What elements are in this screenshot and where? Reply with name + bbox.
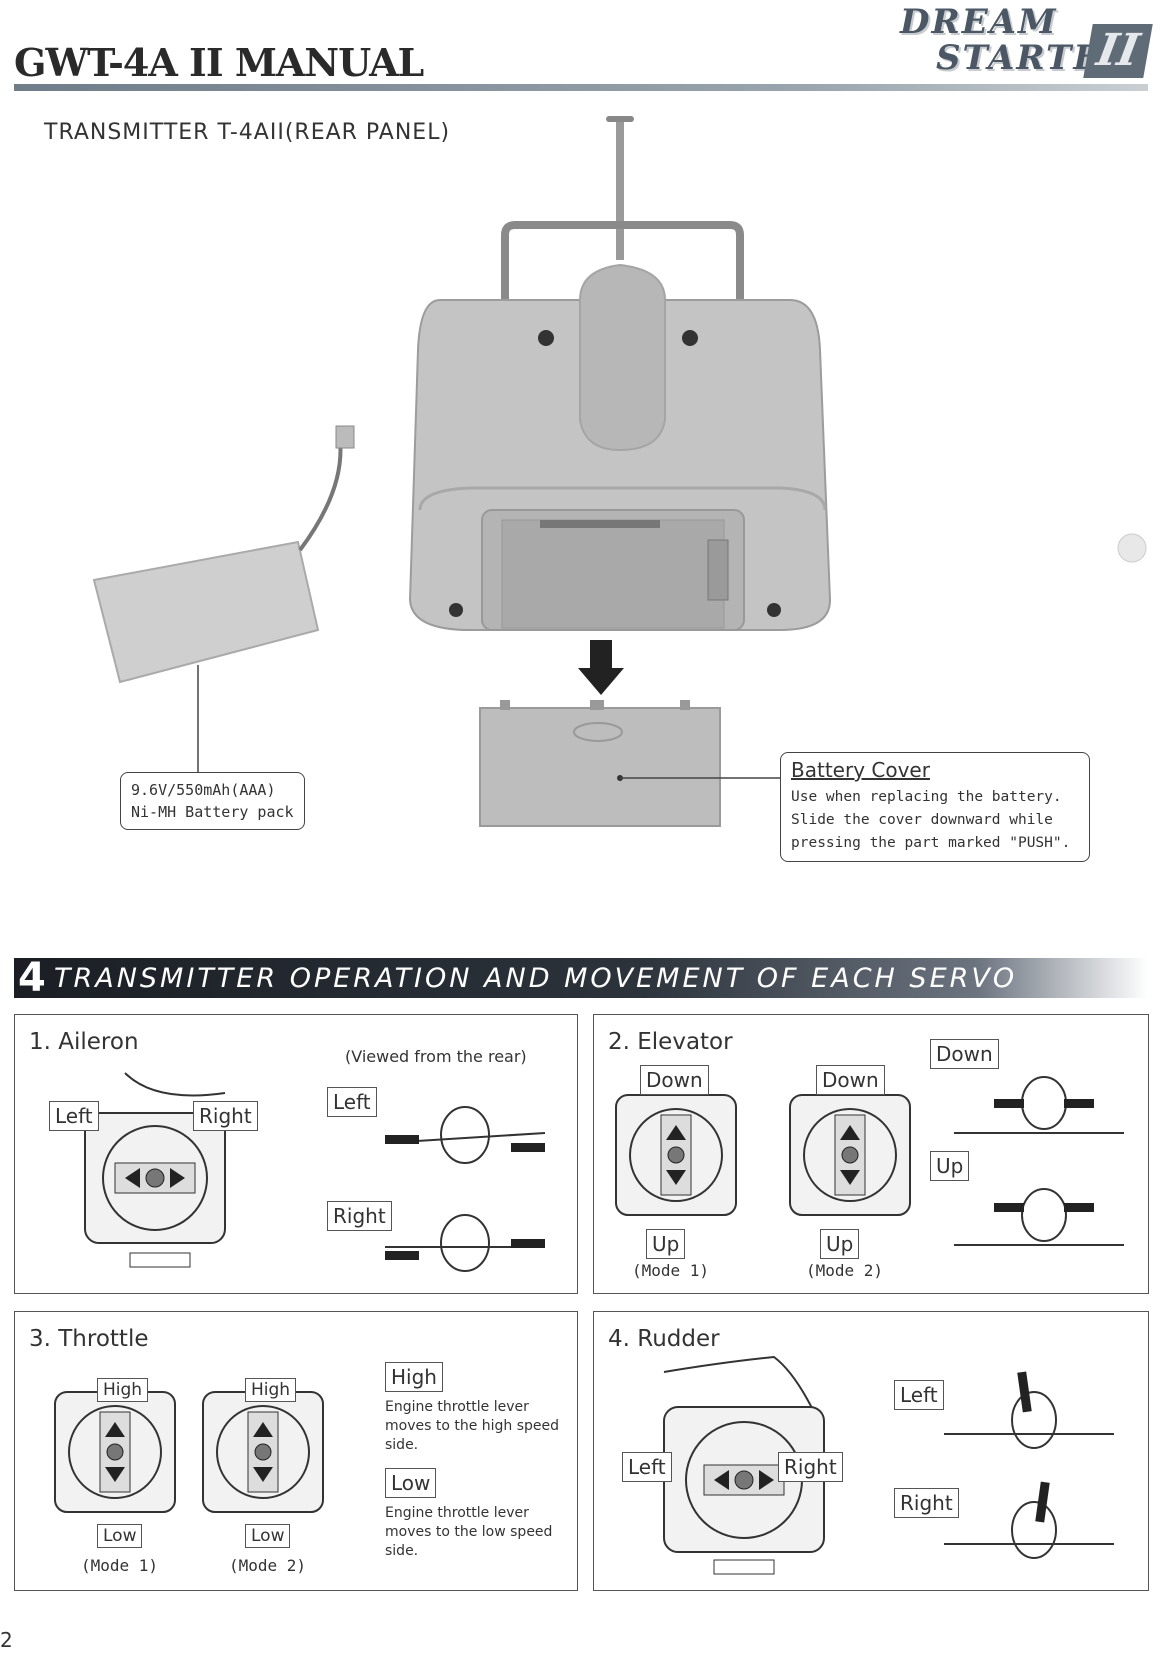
throttle-tag-low: Low	[385, 1468, 437, 1498]
throttle-low-1: Low	[97, 1524, 143, 1548]
elevator-tag-up: Up	[930, 1151, 970, 1181]
throttle-mode1-stick	[54, 1391, 176, 1513]
rear-panel-label: TRANSMITTER T-4AII(REAR PANEL)	[44, 120, 451, 145]
rudder-tag-left: Left	[894, 1380, 944, 1410]
elevator-plane-down-icon	[954, 1076, 1124, 1134]
battery-spec: 9.6V/550mAh(AAA)	[131, 781, 276, 799]
rudder-stick-left-label: Left	[622, 1452, 672, 1482]
throttle-title: 3. Throttle	[29, 1326, 149, 1352]
throttle-mode-1: (Mode 1)	[81, 1556, 159, 1575]
elevator-mode-1: (Mode 1)	[632, 1261, 710, 1280]
aileron-tag-left: Left	[327, 1087, 377, 1117]
rudder-stick-right-label: Right	[778, 1452, 843, 1482]
elevator-tag-down: Down	[930, 1039, 999, 1069]
aileron-title: 1. Aileron	[29, 1029, 139, 1055]
throttle-mode2-stick	[202, 1391, 324, 1513]
battery-cover-line: Use when replacing the battery.	[791, 789, 1062, 805]
throttle-high-2: High	[245, 1378, 297, 1402]
elevator-down-2: Down	[816, 1065, 885, 1095]
throttle-high-desc: Engine throttle lever moves to the high …	[385, 1399, 560, 1453]
elevator-down-1: Down	[640, 1065, 709, 1095]
aileron-plane-right-icon	[385, 1214, 545, 1272]
elevator-panel: 2. Elevator Down Up (Mode 1) Down Up (Mo…	[593, 1014, 1149, 1294]
rudder-title: 4. Rudder	[608, 1326, 720, 1352]
throttle-mode-2: (Mode 2)	[229, 1556, 307, 1575]
battery-cover-line: pressing the part marked "PUSH".	[791, 835, 1071, 851]
rudder-panel: 4. Rudder Left Right Left Right	[593, 1311, 1149, 1591]
aileron-view-note: (Viewed from the rear)	[345, 1047, 527, 1066]
elevator-up-2: Up	[820, 1229, 860, 1259]
aileron-stick-diagram	[84, 1072, 226, 1268]
section-title: TRANSMITTER OPERATION AND MOVEMENT OF EA…	[54, 963, 1018, 994]
page-number: 2	[0, 1628, 13, 1652]
elevator-up-1: Up	[646, 1229, 686, 1259]
rudder-plane-left-icon	[944, 1371, 1114, 1449]
elevator-mode-2: (Mode 2)	[806, 1261, 884, 1280]
throttle-low-desc: Engine throttle lever moves to the low s…	[385, 1505, 553, 1559]
document-title: GWT-4A II MANUAL	[14, 40, 424, 85]
battery-cover-title: Battery Cover	[791, 758, 930, 782]
brand-line-1: DREAM	[900, 2, 1058, 42]
aileron-tag-right: Right	[327, 1201, 392, 1231]
elevator-mode1-stick	[615, 1094, 737, 1216]
aileron-panel: 1. Aileron (Viewed from the rear) Left R…	[14, 1014, 578, 1294]
section-number: 4	[18, 955, 46, 1001]
battery-pack-label: 9.6V/550mAh(AAA) Ni-MH Battery pack	[120, 772, 305, 830]
throttle-panel: 3. Throttle High Low (Mode 1) High Low (…	[14, 1311, 578, 1591]
throttle-tag-high: High	[385, 1362, 443, 1392]
rudder-plane-right-icon	[944, 1481, 1114, 1559]
aileron-stick-right-label: Right	[193, 1101, 258, 1131]
rudder-tag-right: Right	[894, 1488, 959, 1518]
brand-mark: II	[1083, 24, 1153, 78]
brand-logo: DREAM STARTER II	[848, 0, 1153, 80]
aileron-stick-left-label: Left	[49, 1101, 99, 1131]
aileron-plane-left-icon	[384, 1106, 546, 1164]
rudder-stick-diagram	[663, 1355, 825, 1575]
elevator-mode2-stick	[789, 1094, 911, 1216]
battery-type: Ni-MH Battery pack	[131, 803, 294, 821]
battery-cover-line: Slide the cover downward while	[791, 812, 1053, 828]
throttle-high-1: High	[97, 1378, 149, 1402]
throttle-low-2: Low	[245, 1524, 291, 1548]
transmitter-rear-illustration	[92, 116, 1147, 827]
elevator-title: 2. Elevator	[608, 1029, 733, 1055]
elevator-plane-up-icon	[954, 1188, 1124, 1246]
section-heading-bar: 4 TRANSMITTER OPERATION AND MOVEMENT OF …	[14, 955, 1148, 1001]
battery-cover-callout: Battery Cover Use when replacing the bat…	[780, 752, 1090, 862]
header-rule	[14, 84, 1148, 91]
